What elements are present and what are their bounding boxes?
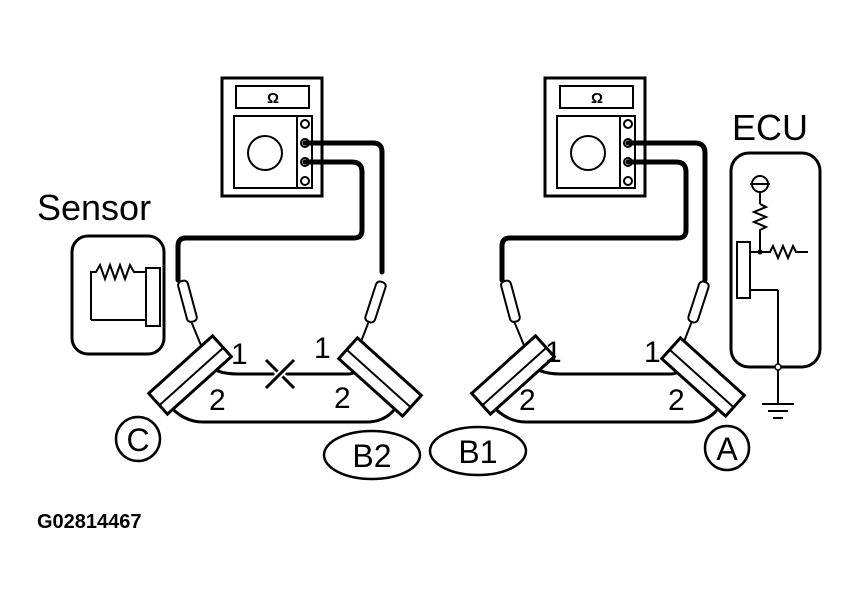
lead-wire-right-b — [499, 159, 689, 283]
ohmmeter-right: Ω — [543, 76, 647, 198]
pin-label: 1 — [644, 336, 661, 369]
ecu-label: ECU — [732, 107, 808, 148]
meter-dial-right — [570, 135, 606, 171]
ground-icon — [762, 370, 794, 419]
connector-b2-badge: B2 — [322, 429, 422, 481]
connector-b1-label: B1 — [458, 434, 497, 470]
pin-label: 2 — [668, 384, 685, 417]
lead-wire-left-a — [302, 140, 385, 275]
probe-right-b1 — [500, 279, 529, 356]
connector-b1 — [469, 333, 557, 417]
ecu-pullup-resistor-icon — [751, 203, 769, 252]
connector-b2 — [336, 335, 424, 419]
ohm-symbol-right: Ω — [591, 90, 603, 107]
harness-right-wire-2 — [489, 403, 719, 424]
pin-label: 1 — [231, 338, 248, 371]
open-circuit-mark — [263, 357, 297, 391]
pin-label: 2 — [334, 382, 351, 415]
connector-b2-label: B2 — [352, 438, 391, 474]
meter-dial-left — [247, 135, 283, 171]
pin-label: 2 — [519, 384, 536, 417]
ohmmeter-left: Ω — [220, 76, 324, 198]
probe-left-c — [177, 279, 206, 356]
sensor-resistor-icon — [90, 262, 146, 321]
ecu-series-resistor-icon — [760, 243, 808, 261]
connector-a — [659, 335, 747, 419]
connector-b1-badge: B1 — [428, 425, 528, 477]
connector-a-badge: A — [703, 424, 751, 472]
pin-label: 2 — [209, 384, 226, 417]
ecu-component — [729, 151, 822, 371]
connector-c-label: C — [126, 422, 149, 458]
lead-wire-left-b — [175, 159, 365, 283]
ohm-symbol-left: Ω — [267, 90, 279, 107]
connector-c-badge: C — [114, 415, 162, 463]
lead-wire-right-a — [625, 140, 708, 283]
pin-label: 1 — [314, 332, 331, 365]
connector-c — [146, 333, 234, 417]
harness-left-wire-2 — [166, 403, 396, 424]
pin-label: 1 — [545, 336, 562, 369]
connector-a-label: A — [716, 431, 738, 467]
sensor-label: Sensor — [37, 187, 151, 228]
sensor-component — [70, 234, 166, 356]
figure-code: G02814467 — [37, 511, 142, 533]
